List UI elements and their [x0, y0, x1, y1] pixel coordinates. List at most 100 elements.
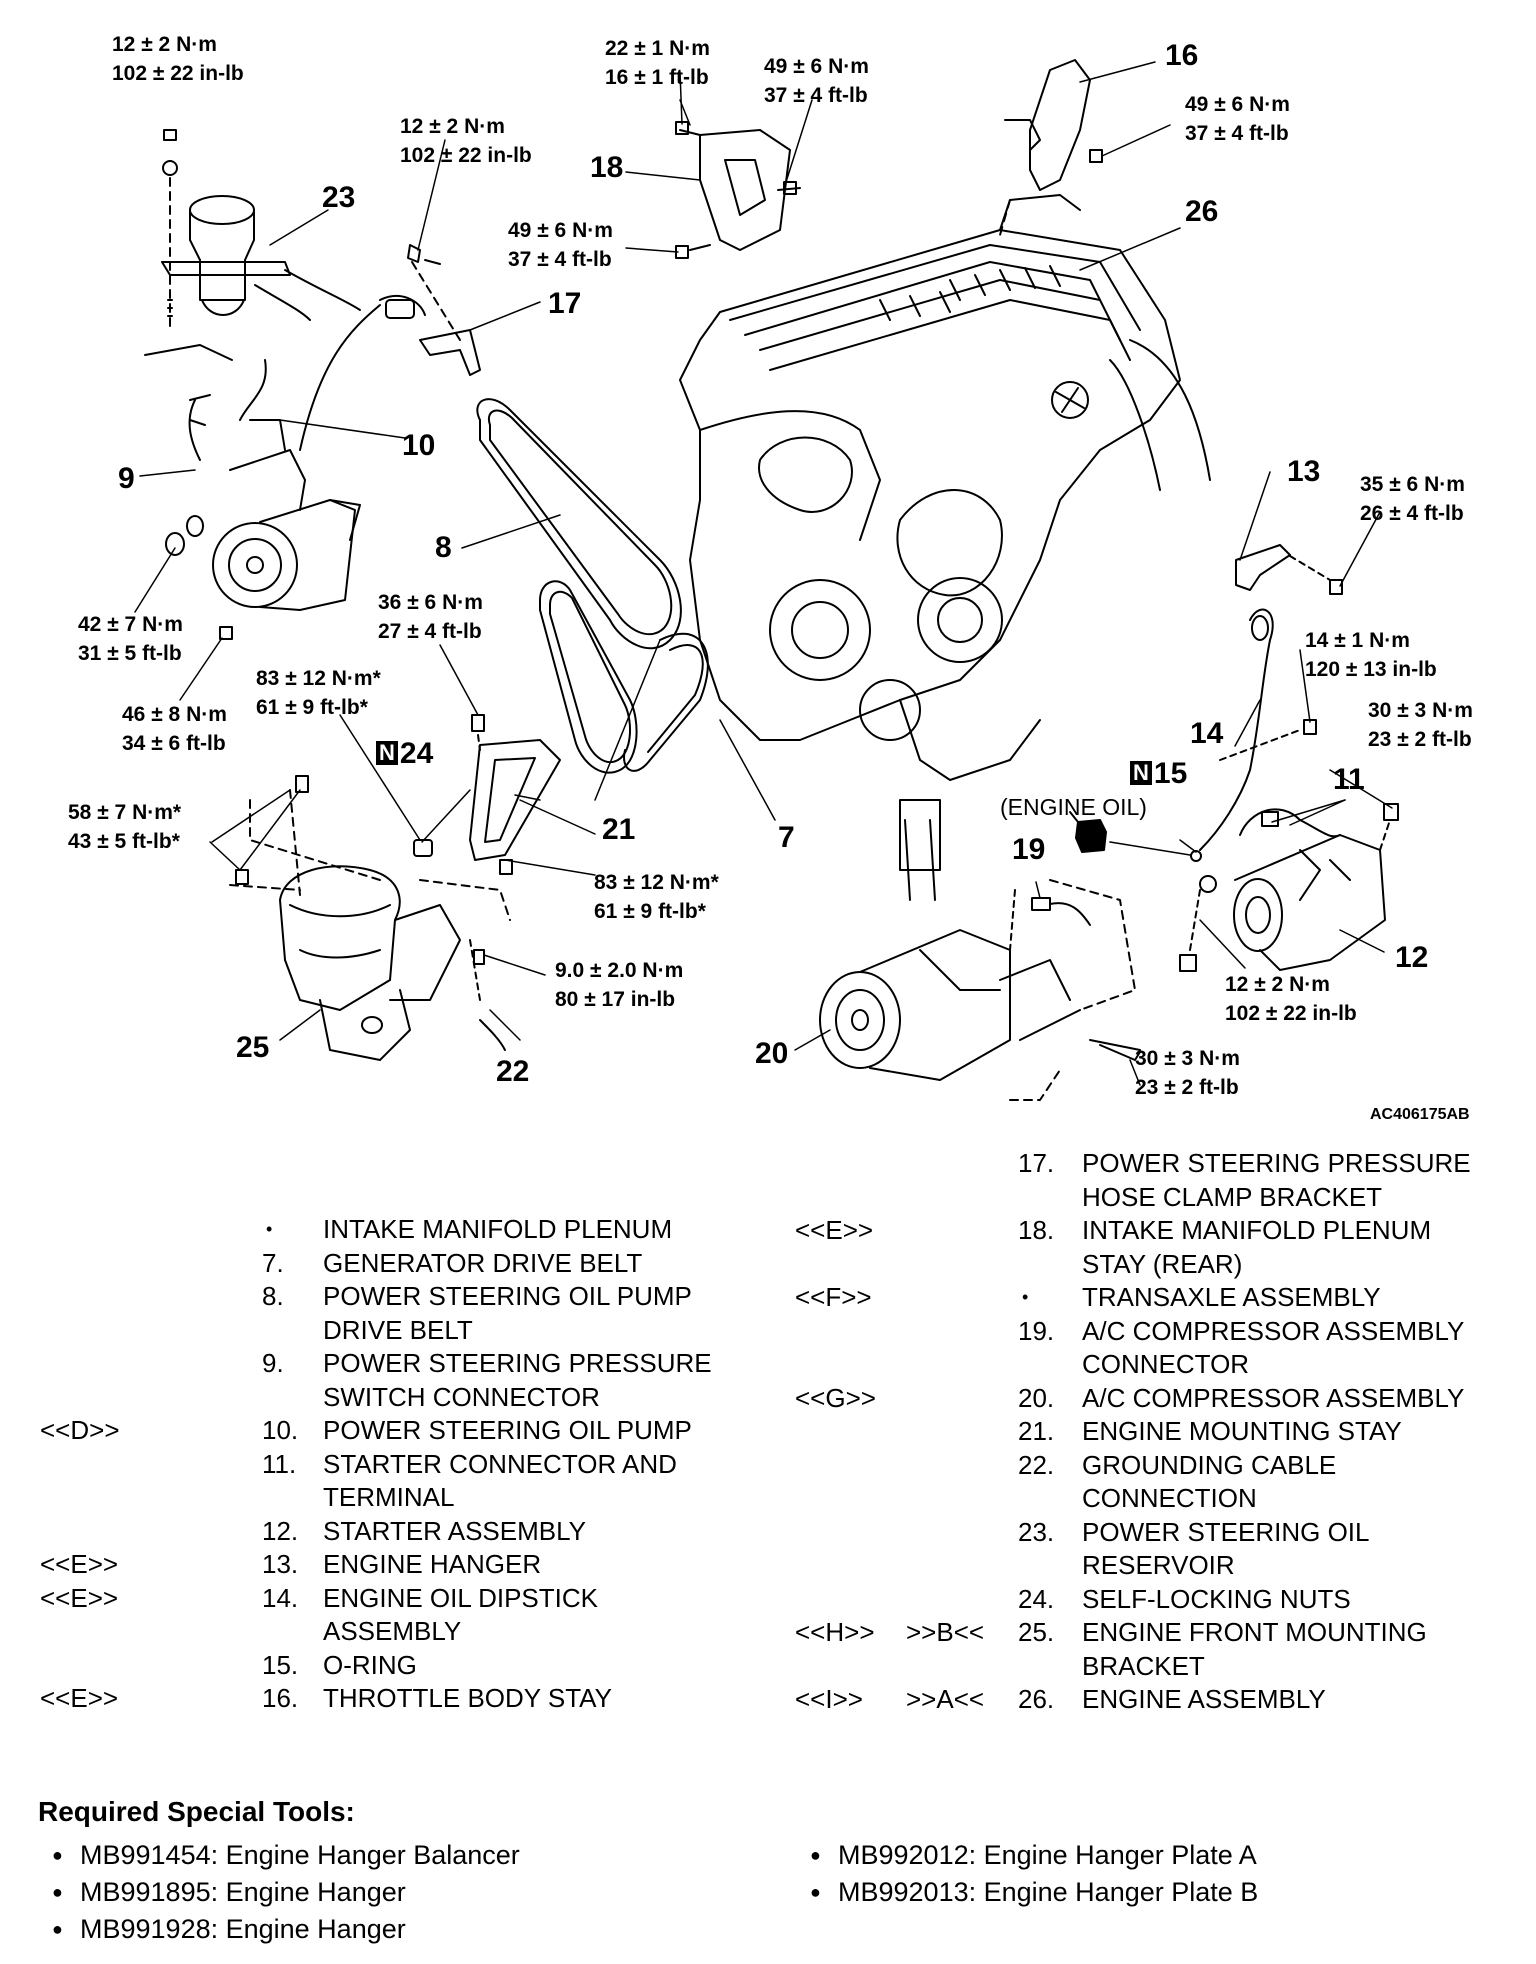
legend-item-right-14: <<H>>>>B<<25.ENGINE FRONT MOUNTING [0, 1615, 1536, 1649]
legend-num: 20. [1018, 1382, 1055, 1413]
legend-item-right-7: <<G>> 20. A/C COMPRESSOR ASSEMBLY [0, 1381, 1536, 1415]
engine-mounting-stay-drawing [469, 714, 561, 861]
legend-num: 11. [262, 1448, 297, 1479]
legend-text: GROUNDING CABLE [1082, 1449, 1337, 1480]
legend-ref: <<F>> [795, 1282, 872, 1312]
legend-ref2: >>B<< [906, 1617, 985, 1647]
legend-item-left-11: <<E>>14.ENGINE OIL DIPSTICK [0, 1581, 1536, 1615]
legend-num: 12. [262, 1515, 299, 1546]
figure-drawing [134, 59, 1399, 1101]
legend-text: TERMINAL [323, 1482, 455, 1512]
legend-item-left-7: 11.STARTER CONNECTOR AND [0, 1447, 1536, 1481]
bullet-icon: ● [52, 1845, 63, 1865]
legend-num: • [1022, 1287, 1029, 1307]
legend-text: SELF-LOCKING NUTS [1082, 1583, 1351, 1614]
callout-14: 14 [1190, 717, 1224, 750]
tool-item: ●MB991928: Engine Hanger [52, 1912, 406, 1946]
legend-item-left-10: <<E>>13.ENGINE HANGER [0, 1547, 1536, 1581]
legend-text: ENGINE MOUNTING STAY [1082, 1416, 1402, 1446]
callout-23: 23 [322, 181, 356, 214]
legend-ref: <<H>> [795, 1617, 875, 1647]
legend-text: STARTER ASSEMBLY [323, 1515, 586, 1546]
legend-item-right-5: 19. A/C COMPRESSOR ASSEMBLY [0, 1314, 1536, 1348]
legend-num: 24. [1018, 1583, 1055, 1614]
legend-item-left-1: 7.GENERATOR DRIVE BELT [0, 1246, 1536, 1280]
legend-ref: <<E>> [40, 1582, 119, 1613]
legend-text: ENGINE FRONT MOUNTING [1082, 1617, 1427, 1647]
ps-oil-reservoir-drawing [144, 129, 361, 361]
legend-num: 15. [262, 1649, 299, 1680]
callout-12: 12 [1395, 941, 1429, 974]
drive-belts-drawing [476, 398, 709, 774]
legend-item-left-3: DRIVE BELT [0, 1313, 1536, 1347]
legend-num: 19. [1018, 1315, 1055, 1346]
legend-text: ASSEMBLY [323, 1616, 462, 1646]
callout-16: 16 [1165, 39, 1199, 72]
legend-num: • [266, 1219, 273, 1239]
legend-text: ENGINE OIL DIPSTICK [323, 1582, 598, 1613]
bullet-icon: ● [810, 1882, 821, 1902]
legend-ref: <<G>> [795, 1382, 876, 1413]
ac-compressor-drawing [819, 799, 1141, 1101]
callout-22: 22 [496, 1055, 530, 1088]
legend-text: A/C COMPRESSOR ASSEMBLY [1082, 1315, 1465, 1346]
legend-item-left-14: <<E>>16.THROTTLE BODY STAY [0, 1681, 1536, 1715]
legend-item-right-3: STAY (REAR) [0, 1247, 1536, 1281]
legend-text: A/C COMPRESSOR ASSEMBLY [1082, 1382, 1465, 1413]
legend-num: 13. [262, 1549, 299, 1579]
legend-num: 16. [262, 1683, 299, 1713]
ps-hose-bracket-drawing [299, 244, 481, 451]
ac-connector-drawing [1009, 889, 1091, 951]
legend-item-left-6: <<D>>10.POWER STEERING OIL PUMP [0, 1413, 1536, 1447]
legend-text: POWER STEERING OIL PUMP [323, 1281, 692, 1311]
bullet-icon: ● [52, 1882, 63, 1902]
legend-text: RESERVOIR [1082, 1550, 1235, 1580]
engine-oil-note: (ENGINE OIL) [1000, 794, 1147, 820]
legend-item-left-4: 9.POWER STEERING PRESSURE [0, 1346, 1536, 1380]
starter-connector-drawing [1239, 808, 1341, 838]
legend-text: BRACKET [1082, 1650, 1205, 1681]
legend-ref: <<D>> [40, 1415, 120, 1445]
legend-item-left-5: SWITCH CONNECTOR [0, 1380, 1536, 1414]
callout-10: 10 [402, 429, 436, 462]
callout-21: 21 [602, 813, 636, 846]
callout-18: 18 [590, 151, 624, 184]
legend-item-right-6: CONNECTOR [0, 1347, 1536, 1381]
legend-ref: <<E>> [795, 1215, 874, 1245]
bullet-icon: ● [810, 1845, 821, 1865]
legend-text: HOSE CLAMP BRACKET [1082, 1181, 1383, 1212]
legend-text: POWER STEERING PRESSURE [323, 1348, 712, 1378]
leader-lines [134, 61, 1393, 1086]
legend-item-right-0: 17.POWER STEERING PRESSURE [0, 1146, 1536, 1180]
plenum-stay-drawing [675, 121, 801, 259]
legend-item-left-9: 12. STARTER ASSEMBLY [0, 1514, 1536, 1548]
legend-item-left-13: 15.O-RING [0, 1648, 1536, 1682]
tool-item: ●MB991454: Engine Hanger Balancer [52, 1838, 520, 1872]
legend-ref: <<I>> [795, 1684, 863, 1714]
required-tools-title: Required Special Tools: [38, 1796, 355, 1827]
tool-label: MB992012: Engine Hanger Plate A [838, 1840, 1257, 1870]
legend-text: STAY (REAR) [1082, 1248, 1243, 1279]
legend-item-right-11: 23.POWER STEERING OIL [0, 1515, 1536, 1549]
legend-text: GENERATOR DRIVE BELT [323, 1247, 643, 1278]
callout-25: 25 [236, 1031, 270, 1064]
callout-20: 20 [755, 1037, 789, 1070]
legend-text: TRANSAXLE ASSEMBLY [1082, 1282, 1381, 1312]
legend-item-right-15: BRACKET [0, 1649, 1536, 1683]
legend-ref2: >>A<< [906, 1684, 985, 1714]
exploded-view-figure: 9 10 8 7 23 17 18 16 26 13 14 11 12 19 2… [68, 33, 1473, 1123]
legend-text: INTAKE MANIFOLD PLENUM [1082, 1215, 1432, 1245]
legend-text: POWER STEERING OIL PUMP [323, 1415, 692, 1445]
legend-num: 23. [1018, 1516, 1055, 1547]
